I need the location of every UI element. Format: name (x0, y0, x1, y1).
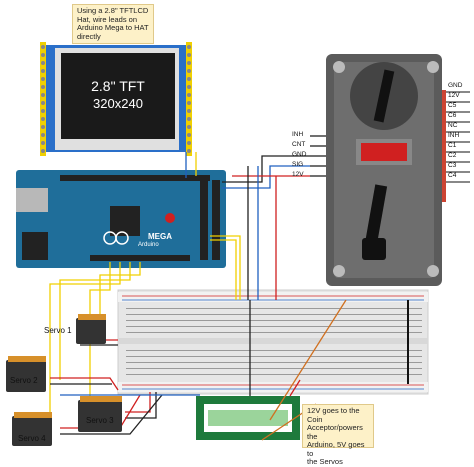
coin-pin-label: C5 (448, 102, 457, 109)
servo-3-body (78, 396, 122, 432)
coin-pin-label: 12V (448, 92, 460, 99)
power-note-line: the Servos (307, 457, 343, 466)
power-module (196, 396, 300, 440)
coin-pin-label: SIG (292, 161, 304, 168)
coin-pin-label: C3 (448, 162, 457, 169)
coin-pin-label: C6 (448, 112, 457, 119)
coin-pin-label: INH (292, 131, 304, 138)
servo-2-label: Servo 2 (10, 376, 38, 385)
arduino-brand-label: MEGA (148, 232, 172, 241)
power-note-line: 12V goes to the Coin (307, 406, 360, 424)
servo-4-body (12, 412, 52, 446)
tft-note-line: Using a 2.8" TFTLCD (77, 6, 149, 15)
wiring-diagram (6, 42, 470, 446)
coin-pin-label: GND (292, 151, 307, 158)
coin-pin-label: 12V (292, 171, 304, 178)
tft-note-line: Hat, wire leads on (77, 14, 138, 24)
coin-pin-label: CNT (292, 141, 306, 148)
coin-acceptor (310, 54, 470, 286)
coin-pin-label: C2 (448, 152, 457, 159)
coin-pin-label: INH (448, 132, 460, 139)
power-note-line: Arduino, 5V goes to (307, 440, 365, 458)
coin-pin-label: C1 (448, 142, 457, 149)
servo-1-label: Servo 1 (44, 326, 72, 335)
servo-1-body (76, 314, 106, 344)
tft-screen-text: 2.8" TFT 320x240 (61, 78, 175, 118)
tft-resolution-label: 320x240 (93, 96, 143, 111)
arduino-sub-label: Arduino (138, 242, 159, 248)
tft-size-label: 2.8" TFT (91, 78, 145, 94)
servo-2-body (6, 356, 46, 392)
coin-pin-label: GND (448, 82, 463, 89)
tft-note-line: Arduino Mega to HAT (77, 23, 149, 32)
power-note: 12V goes to the Coin Acceptor/powers the… (302, 404, 374, 466)
tft-note: Using a 2.8" TFTLCD Hat, wire leads on A… (72, 4, 154, 44)
breadboard (117, 289, 429, 395)
tft-display (40, 42, 192, 156)
servo-3-label: Servo 3 (86, 416, 114, 425)
coin-pin-label: C4 (448, 172, 457, 179)
servo-4-label: Servo 4 (18, 434, 46, 443)
arduino-mega (16, 170, 226, 268)
tft-note-line: directly (77, 31, 101, 41)
power-note-line: Acceptor/powers the (307, 423, 363, 441)
coin-pin-label: NC (448, 122, 458, 129)
